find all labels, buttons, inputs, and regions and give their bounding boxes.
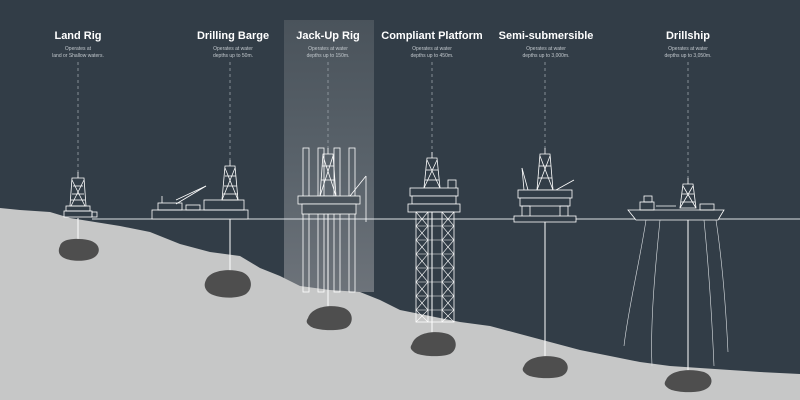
semi-submersible-title: Semi-submersible — [498, 30, 594, 42]
semi-submersible-description: Operates at water depths up to 3,000m. — [522, 46, 570, 59]
compliant-platform — [407, 152, 461, 323]
seabed — [0, 208, 800, 400]
leader-lines — [77, 62, 689, 182]
semi-submersible-label: Semi-submersible Operates at water depth… — [481, 30, 611, 59]
drillship-mooring-lines — [623, 219, 729, 367]
drill-strings — [77, 212, 689, 378]
land-rig-title: Land Rig — [54, 30, 102, 42]
compliant-platform-description: Operates at water depths up to 450m. — [410, 46, 454, 59]
drillship-label: Drillship Operates at water depths up to… — [623, 30, 753, 59]
drillship-title: Drillship — [665, 30, 710, 42]
drillship-description: Operates at water depths up to 3,050m. — [664, 46, 712, 59]
jack-up-highlight-band — [284, 20, 374, 292]
reservoirs — [58, 238, 712, 393]
drilling-barge-label: Drilling Barge Operates at water depths … — [168, 30, 298, 59]
land-rig-description: Operates at land or Shallow waters. — [52, 46, 104, 59]
jack-up-rig-reservoir — [306, 306, 352, 331]
land-rig-label: Land Rig Operates at land or Shallow wat… — [13, 30, 143, 59]
jack-up-rig-description: Operates at water depths up to 150m. — [306, 46, 350, 59]
semi-submersible-reservoir — [522, 356, 568, 379]
drillship-reservoir — [664, 370, 712, 393]
jack-up-rig-title: Jack-Up Rig — [296, 30, 360, 42]
drilling-barge — [151, 160, 249, 220]
compliant-platform-label: Compliant Platform Operates at water dep… — [367, 30, 497, 59]
drilling-barge-description: Operates at water depths up to 50m. — [212, 46, 254, 59]
land-rig-reservoir — [58, 238, 99, 261]
compliant-platform-reservoir — [410, 332, 456, 357]
compliant-platform-title: Compliant Platform — [381, 30, 483, 42]
jack-up-rig — [297, 147, 367, 293]
drilling-barge-title: Drilling Barge — [196, 30, 270, 42]
land-rig — [63, 172, 98, 218]
drilling-barge-reservoir — [204, 270, 251, 298]
semi-submersible — [513, 148, 577, 223]
drillship — [627, 178, 725, 221]
jack-up-rig-label: Jack-Up Rig Operates at water depths up … — [263, 30, 393, 59]
